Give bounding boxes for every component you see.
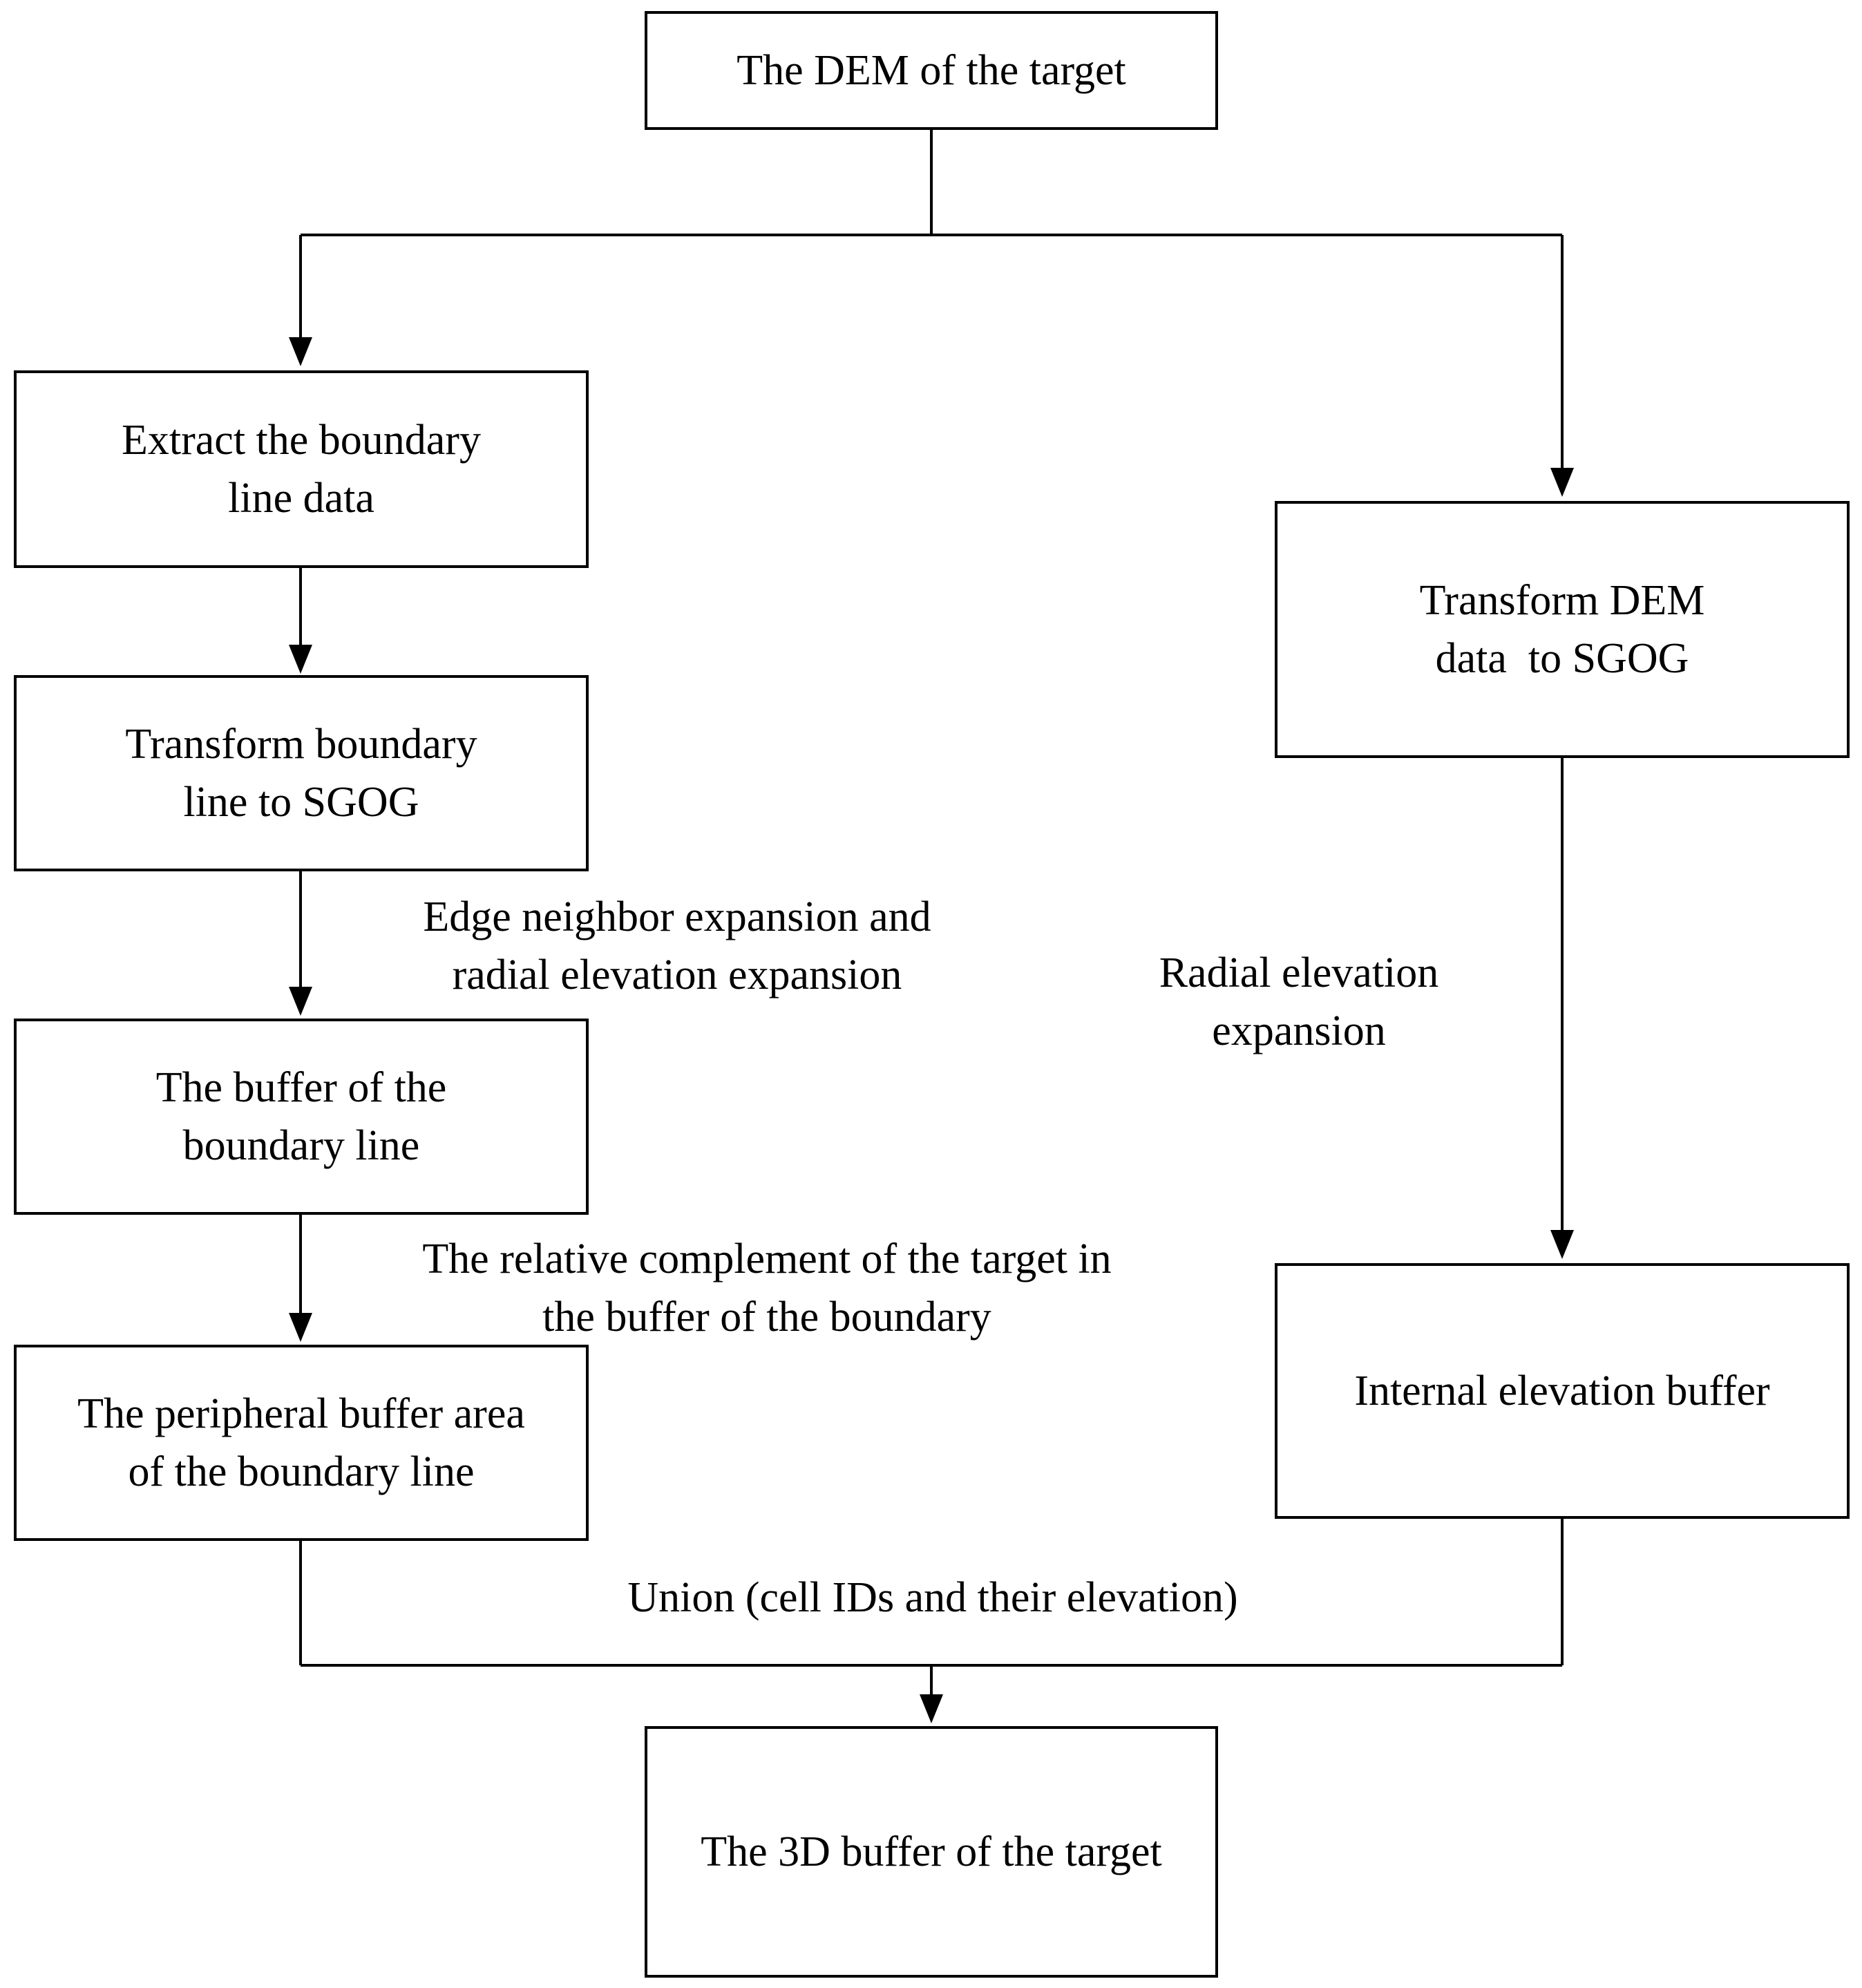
node-transform-dem: Transform DEM data to SGOG	[1275, 501, 1850, 758]
label-relative-complement: The relative complement of the target in…	[422, 1236, 1112, 1341]
label-edge-neighbor-expansion: Edge neighbor expansion and radial eleva…	[423, 893, 931, 998]
node-buffer-boundary-text: The buffer of the boundary line	[155, 1064, 447, 1169]
arrow-to-extract	[289, 337, 312, 366]
node-internal-buffer-text: Internal elevation buffer	[1354, 1367, 1770, 1414]
node-dem-of-target-text: The DEM of the target	[737, 47, 1126, 94]
node-extract-boundary-text: Extract the boundary line data	[122, 417, 481, 522]
node-internal-buffer: Internal elevation buffer	[1275, 1263, 1850, 1519]
arrow-to-transform-boundary	[289, 645, 312, 674]
arrow-to-transform-dem	[1550, 468, 1574, 497]
label-radial-elevation-expansion: Radial elevation expansion	[1159, 949, 1439, 1054]
node-transform-dem-text: Transform DEM data to SGOG	[1419, 577, 1705, 682]
node-3d-buffer-text: The 3D buffer of the target	[701, 1828, 1162, 1875]
node-extract-boundary: Extract the boundary line data	[14, 370, 589, 568]
node-buffer-boundary: The buffer of the boundary line	[14, 1019, 589, 1215]
arrow-to-buffer	[289, 987, 312, 1016]
node-dem-of-target: The DEM of the target	[645, 11, 1218, 130]
node-transform-boundary-text: Transform boundary line to SGOG	[125, 721, 477, 826]
node-peripheral-buffer: The peripheral buffer area of the bounda…	[14, 1345, 589, 1541]
node-3d-buffer: The 3D buffer of the target	[645, 1726, 1218, 1978]
arrow-to-peripheral	[289, 1313, 312, 1342]
arrow-to-3d-buffer	[920, 1694, 943, 1723]
arrow-to-internal	[1550, 1230, 1574, 1259]
node-transform-boundary: Transform boundary line to SGOG	[14, 675, 589, 871]
node-peripheral-buffer-text: The peripheral buffer area of the bounda…	[77, 1390, 525, 1495]
label-union: Union (cell IDs and their elevation)	[627, 1574, 1238, 1621]
